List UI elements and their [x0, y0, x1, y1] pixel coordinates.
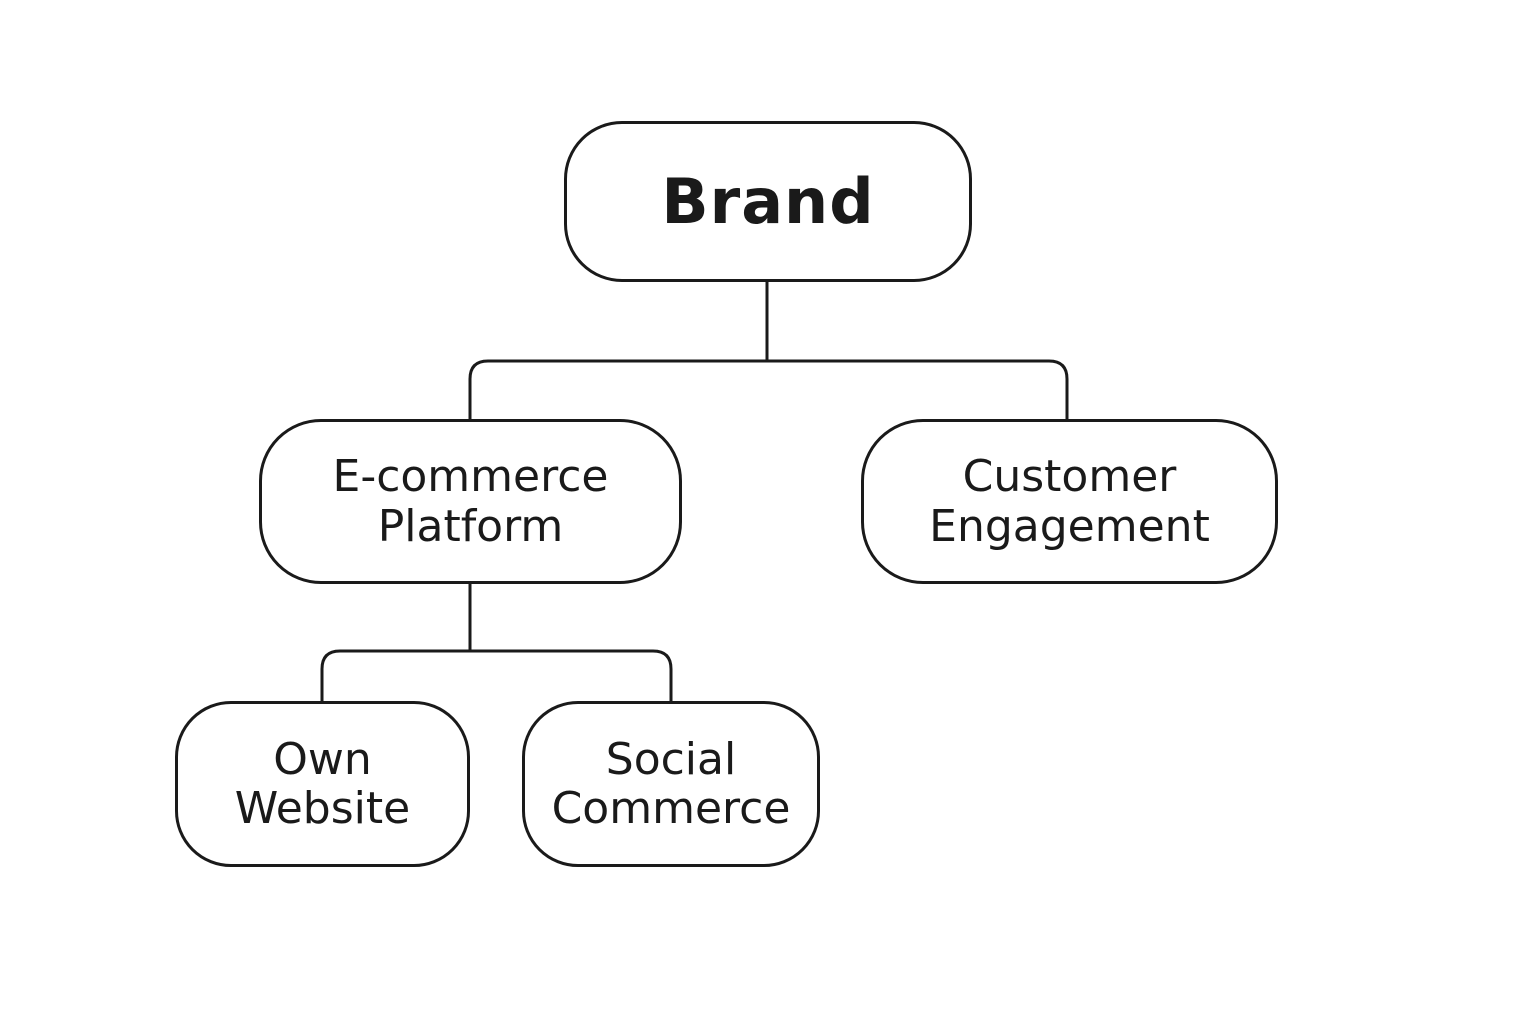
- node-ecommerce-platform: E-commerce Platform: [259, 419, 682, 584]
- node-ecommerce-platform-label: E-commerce Platform: [333, 452, 609, 551]
- connector-ecommerce-to-social-commerce: [470, 649, 673, 701]
- node-own-website-line-1: Own: [273, 733, 372, 785]
- node-ecommerce-platform-line-1: E-commerce: [332, 451, 609, 503]
- connector-brand-to-customer: [767, 359, 1069, 419]
- node-social-commerce-line-2: Commerce: [551, 783, 791, 834]
- node-brand: Brand: [564, 121, 972, 282]
- node-own-website-label: Own Website: [234, 733, 411, 834]
- node-customer-engagement-line-2: Engagement: [929, 500, 1210, 552]
- node-social-commerce-label: Social Commerce: [551, 733, 791, 834]
- node-brand-line-1: Brand: [661, 164, 875, 238]
- node-customer-engagement-line-1: Customer: [962, 451, 1177, 503]
- node-social-commerce: Social Commerce: [522, 701, 820, 867]
- node-own-website-line-2: Website: [234, 783, 411, 834]
- connector-brand-to-ecommerce: [468, 359, 767, 419]
- node-social-commerce-line-1: Social: [605, 733, 737, 785]
- node-brand-label: Brand: [661, 164, 875, 238]
- node-customer-engagement: Customer Engagement: [861, 419, 1278, 584]
- node-ecommerce-platform-line-2: Platform: [377, 500, 564, 552]
- node-own-website: Own Website: [175, 701, 470, 867]
- connector-ecommerce-to-own-website: [320, 649, 470, 701]
- node-customer-engagement-label: Customer Engagement: [929, 452, 1210, 551]
